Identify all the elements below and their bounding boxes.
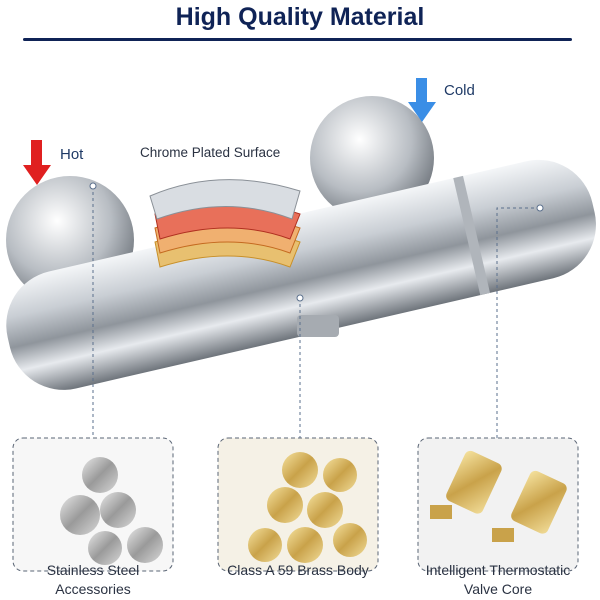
cold-handle (310, 96, 434, 220)
chrome-layers-icon (149, 179, 301, 268)
cold-arrow-icon (408, 78, 436, 122)
caption-valve-core: Intelligent Thermostatic Valve Core (398, 561, 598, 599)
connector-lines (92, 186, 540, 440)
outlet-connector (297, 315, 339, 337)
caption-line: Class A 59 Brass Body (227, 562, 369, 578)
caption-line: Intelligent Thermostatic (425, 562, 571, 578)
hot-label: Hot (60, 146, 84, 163)
chrome-surface-label: Chrome Plated Surface (140, 145, 281, 160)
caption-stainless-steel: Stainless Steel Accessories (0, 561, 193, 599)
caption-line: Accessories (55, 581, 131, 597)
brass-body-image (217, 437, 379, 572)
title-divider (23, 38, 572, 41)
hot-arrow-icon (23, 140, 51, 185)
valve-core-image (417, 437, 579, 572)
caption-line: Stainless Steel (46, 562, 140, 578)
page-title: High Quality Material (175, 3, 425, 31)
caption-line: Valve Core (463, 581, 533, 597)
cold-label: Cold (444, 82, 475, 99)
caption-brass-body: Class A 59 Brass Body (198, 561, 398, 580)
valve-body (6, 159, 596, 390)
stainless-steel-image (12, 437, 174, 572)
